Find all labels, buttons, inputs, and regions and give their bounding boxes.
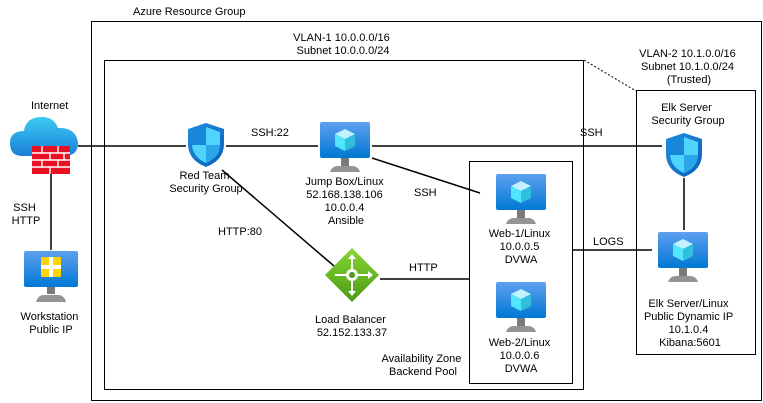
edge-label-ssh-web: SSH [414, 187, 437, 199]
elk-shield-icon [666, 133, 702, 177]
jump-box-label: Jump Box/Linux 52.168.138.106 10.0.0.4 A… [305, 176, 386, 227]
elk-server-vm-icon [658, 232, 708, 282]
web2-vm-icon [496, 282, 546, 332]
edge-label-http80: HTTP:80 [218, 226, 262, 238]
workstation-label: Workstation Public IP [21, 311, 82, 336]
load-balancer-label: Load Balancer 52.152.133.37 [315, 314, 389, 339]
edge-label-ssh22: SSH:22 [251, 127, 289, 139]
vlan2-boundary [636, 90, 756, 355]
edge-jumpbox-web1 [371, 157, 481, 194]
jump-box-vm-icon [320, 122, 370, 172]
firewall-icon [32, 146, 70, 174]
resource-group-label: Azure Resource Group [133, 6, 246, 18]
vlan1-label: VLAN-1 10.0.0.0/16 Subnet 10.0.0.0/24 [293, 32, 393, 57]
availability-zone-boundary [469, 161, 573, 384]
web2-label: Web-2/Linux 10.0.0.6 DVWA [489, 337, 554, 375]
edge-label-http: HTTP [409, 262, 438, 274]
vlan1-boundary [104, 60, 584, 390]
edge-sg-lb [221, 169, 335, 267]
edge-label-ssh-elk: SSH [580, 127, 603, 139]
vlan-peering-dotted-line [583, 59, 637, 92]
red-team-sg-label: Red Team Security Group [169, 170, 242, 195]
internet-label: Internet [31, 100, 68, 112]
vlan2-label: VLAN-2 10.1.0.0/16 Subnet 10.1.0.0/24 (T… [639, 48, 739, 86]
red-team-shield-icon [188, 123, 224, 167]
workstation-icon [24, 251, 78, 302]
load-balancer-icon [325, 248, 379, 302]
edge-label-ssh-http: SSH HTTP [12, 202, 41, 227]
web1-label: Web-1/Linux 10.0.0.5 DVWA [489, 228, 554, 266]
resource-group-boundary [91, 21, 762, 401]
edge-label-logs: LOGS [593, 236, 624, 248]
availability-zone-label: Availability Zone Backend Pool [382, 353, 465, 378]
elk-server-label: Elk Server/Linux Public Dynamic IP 10.1.… [644, 298, 736, 349]
elk-sg-label: Elk Server Security Group [651, 102, 724, 127]
web1-vm-icon [496, 174, 546, 224]
